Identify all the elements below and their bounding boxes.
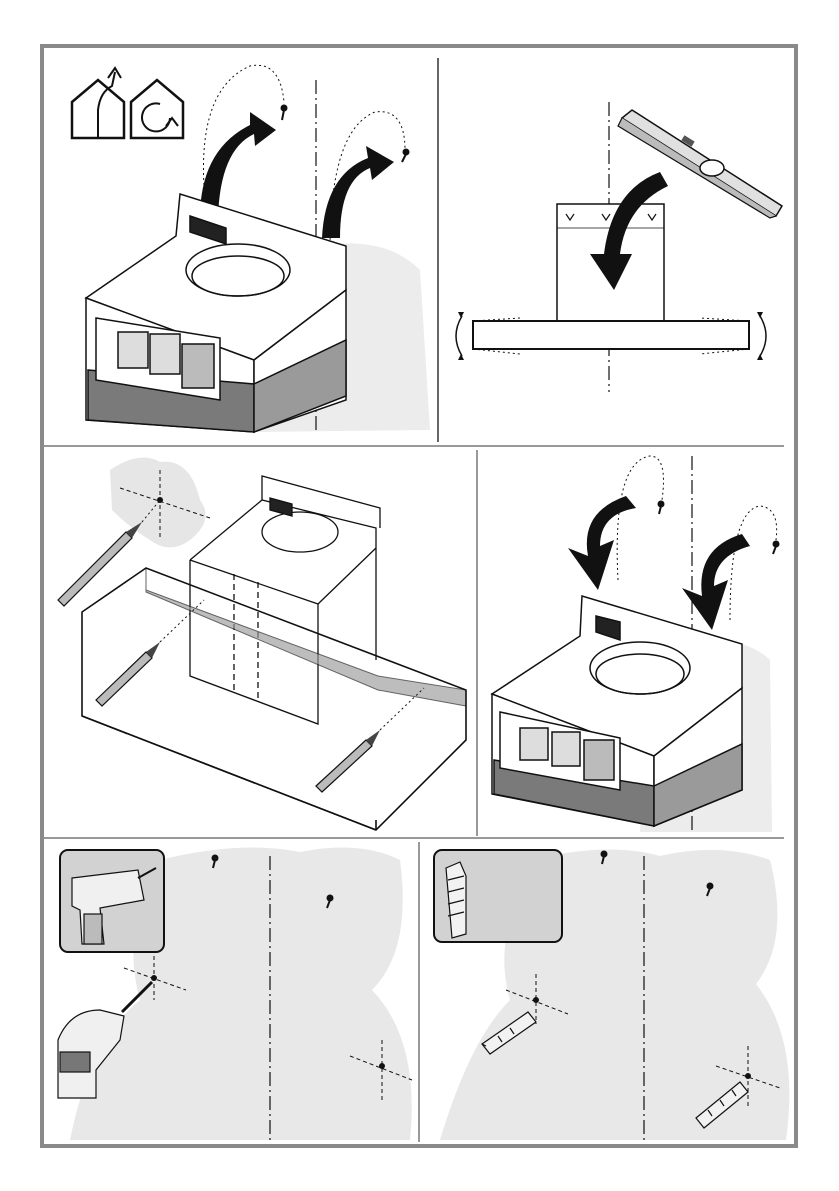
- screw-icon: [658, 501, 665, 515]
- house-recirculation-icon: [131, 80, 183, 138]
- screw-path: [730, 506, 777, 620]
- screw-path: [617, 456, 663, 580]
- hood-unit: [86, 194, 346, 432]
- screw-icon: [281, 105, 288, 121]
- panel-insert-plugs: [434, 849, 789, 1140]
- panel-drill-holes: [58, 848, 412, 1141]
- panel-mark-holes: [58, 458, 466, 831]
- hood-unit: [492, 596, 742, 826]
- rotate-arrow-icon: [760, 316, 766, 356]
- curved-arrow-icon: [200, 112, 276, 218]
- panel-remove-screws: [72, 65, 430, 432]
- rotate-arrow-icon: [456, 316, 462, 356]
- screw-icon: [402, 149, 410, 163]
- curved-arrow-icon: [322, 146, 394, 238]
- pencil-icon: [96, 600, 204, 706]
- hood-outline: [190, 476, 380, 724]
- pencil-icon: [316, 688, 424, 792]
- panel-refit-screws: [492, 456, 780, 832]
- house-exhaust-icon: [72, 68, 124, 138]
- template-strip: [146, 568, 466, 706]
- hood-canopy: [473, 321, 749, 349]
- panel-level-template: [456, 102, 782, 392]
- curved-arrow-icon: [568, 496, 636, 590]
- screw-icon: [773, 541, 780, 555]
